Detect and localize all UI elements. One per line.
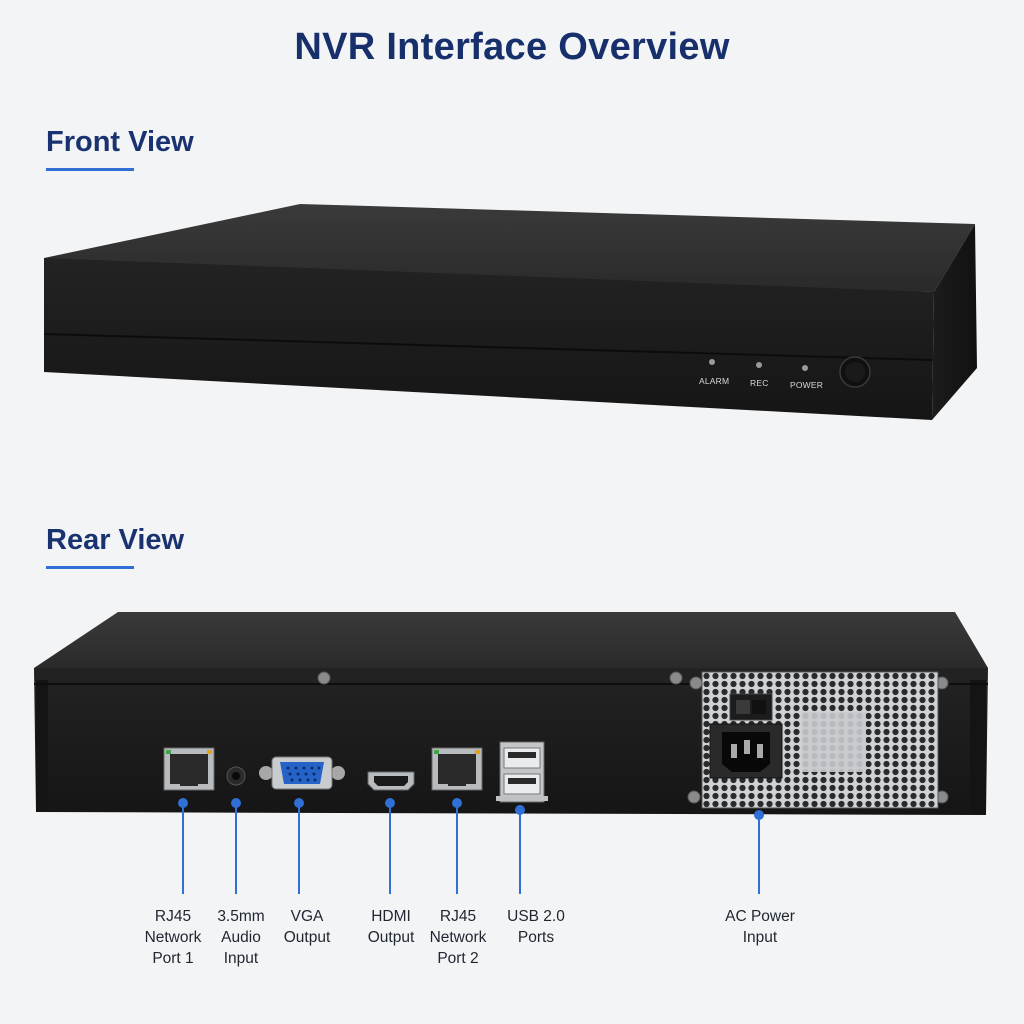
rear-view-heading: Rear View [46,524,185,556]
label-vga-output: VGA Output [283,908,331,946]
callout-dot [385,798,395,808]
page-title: NVR Interface Overview [294,26,730,68]
callout-line [235,806,237,894]
label-audio-input: 3.5mm Audio Input [217,908,265,967]
rear-view-underline [46,566,134,569]
label-rj45-port-2: RJ45 Network Port 2 [429,908,487,967]
rj45-port-1-icon [163,747,215,791]
callout-dot [231,798,241,808]
vga-port-icon [259,756,345,790]
callout-line [182,806,184,894]
power-led-icon [802,365,808,371]
alarm-led-icon [709,359,715,365]
screw-icon [687,790,701,804]
front-indicator-label: REC [750,378,769,388]
front-indicator-label: POWER [790,380,823,390]
nvr-front-unit: ALARM REC POWER [43,204,977,420]
nvr-rear-unit [34,612,988,815]
audio-jack-icon [226,766,246,786]
callout-line [298,806,300,894]
usb-ports-icon [496,741,548,803]
callout-dot [515,805,525,815]
callout-line [758,818,760,894]
callout-dot [754,810,764,820]
label-rj45-port-1: RJ45 Network Port 1 [144,908,202,967]
front-view-heading: Front View [46,126,194,158]
callout-line [456,806,458,894]
callout-dot [452,798,462,808]
hdmi-port-icon [367,771,415,791]
callout-line [519,813,521,894]
rec-led-icon [756,362,762,368]
label-hdmi-output: HDMI Output [367,908,415,946]
callout-dot [178,798,188,808]
rj45-port-2-icon [431,747,483,791]
callout-line [389,806,391,894]
power-supply-icon [701,671,939,809]
screw-icon [669,671,683,685]
screw-icon [689,676,703,690]
label-ac-power-input: AC Power Input [725,908,795,946]
front-view-underline [46,168,134,171]
callout-dot [294,798,304,808]
front-indicator-label: ALARM [699,376,729,386]
label-usb-ports: USB 2.0 Ports [507,908,565,946]
screw-icon [317,671,331,685]
